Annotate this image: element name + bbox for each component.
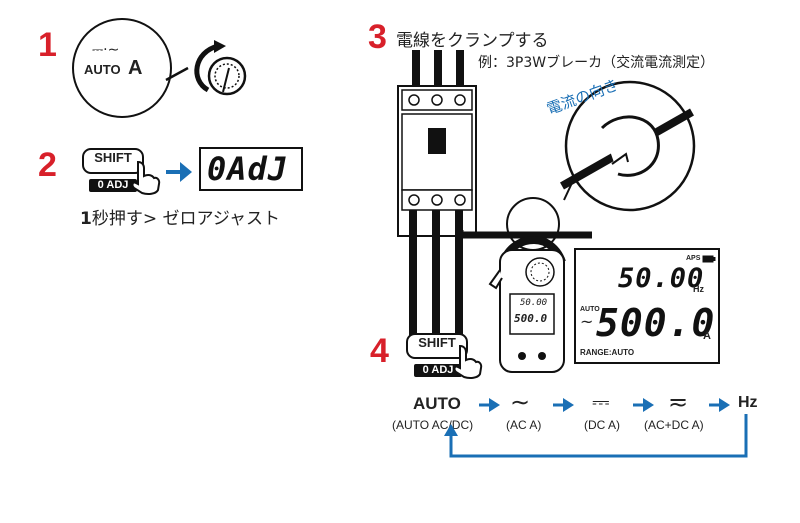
function-dial-callout — [72, 18, 172, 118]
mode-dc-icon: ⎓ — [592, 390, 610, 415]
dial-auto-label: AUTO — [84, 62, 121, 77]
caption-press: 秒押す — [91, 209, 143, 229]
aps-indicator: APS — [686, 255, 701, 262]
step-3-title: 電線をクランプする — [396, 31, 549, 51]
mode-auto: AUTO — [413, 394, 461, 413]
breaker-clamp-illustration — [397, 50, 696, 373]
mode-acdc-label: (AC+DC A) — [644, 418, 704, 432]
step-1-number: 1 — [38, 26, 57, 64]
range-indicator: RANGE:AUTO — [580, 348, 635, 357]
mode-hz: Hz — [738, 394, 758, 411]
dial-a-label: A — [128, 57, 143, 79]
frequency-unit: Hz — [693, 284, 704, 294]
lcd-zero-adjust: 0AdJ — [199, 147, 303, 191]
caption-seconds: 1 — [80, 209, 92, 229]
mode-ac-icon: ∼ — [510, 388, 531, 416]
shift-key-step4[interactable]: SHIFT — [406, 333, 468, 359]
mode-dc-label: (DC A) — [584, 418, 620, 432]
step-2-caption: 1秒押す> ゼロアジャスト — [80, 204, 280, 229]
mini-lcd-main: 500.0 — [514, 312, 548, 325]
lcd-zero-adjust-text: 0AdJ — [207, 150, 289, 188]
ac-indicator: ~ — [580, 312, 594, 331]
dc-ac-symbol: ⎓·∼ — [92, 42, 120, 58]
mode-arrow-4 — [709, 398, 730, 412]
shift-key-label: SHIFT — [94, 150, 132, 165]
shift-key[interactable]: SHIFT — [82, 148, 144, 174]
shift-key-step4-label: SHIFT — [418, 335, 456, 350]
step-4-number: 4 — [370, 332, 389, 370]
mode-cycle-return-arrow — [444, 414, 748, 458]
caption-gt: > — [142, 209, 158, 229]
frequency-reading: 50.00 — [618, 263, 705, 294]
current-reading: 500.0 — [596, 301, 716, 345]
finger-press-icon — [131, 160, 161, 195]
mode-arrow-3 — [633, 398, 654, 412]
mode-ac-label: (AC A) — [506, 418, 542, 432]
zero-adj-label-step4: 0 ADJ — [414, 364, 462, 377]
battery-icon — [702, 255, 716, 263]
mode-arrow-1 — [479, 398, 500, 412]
step-3-example: 例：3P3Wブレーカ（交流電流測定） — [478, 55, 715, 71]
step-3-number: 3 — [368, 18, 387, 56]
meter-display — [574, 248, 720, 364]
current-unit: A — [703, 330, 711, 342]
auto-indicator: AUTO — [580, 306, 600, 313]
finger-press-icon-step4 — [453, 344, 483, 379]
caption-zero-adjust: ゼロアジャスト — [157, 209, 280, 229]
step-2-number: 2 — [38, 146, 57, 184]
arrow-right-icon — [166, 162, 192, 182]
mode-acdc-icon: ≂ — [668, 388, 689, 416]
mode-arrow-2 — [553, 398, 574, 412]
zero-adj-label: 0 ADJ — [89, 179, 137, 192]
rotate-dial-icon — [165, 40, 247, 96]
mini-lcd-top: 50.00 — [520, 298, 548, 308]
